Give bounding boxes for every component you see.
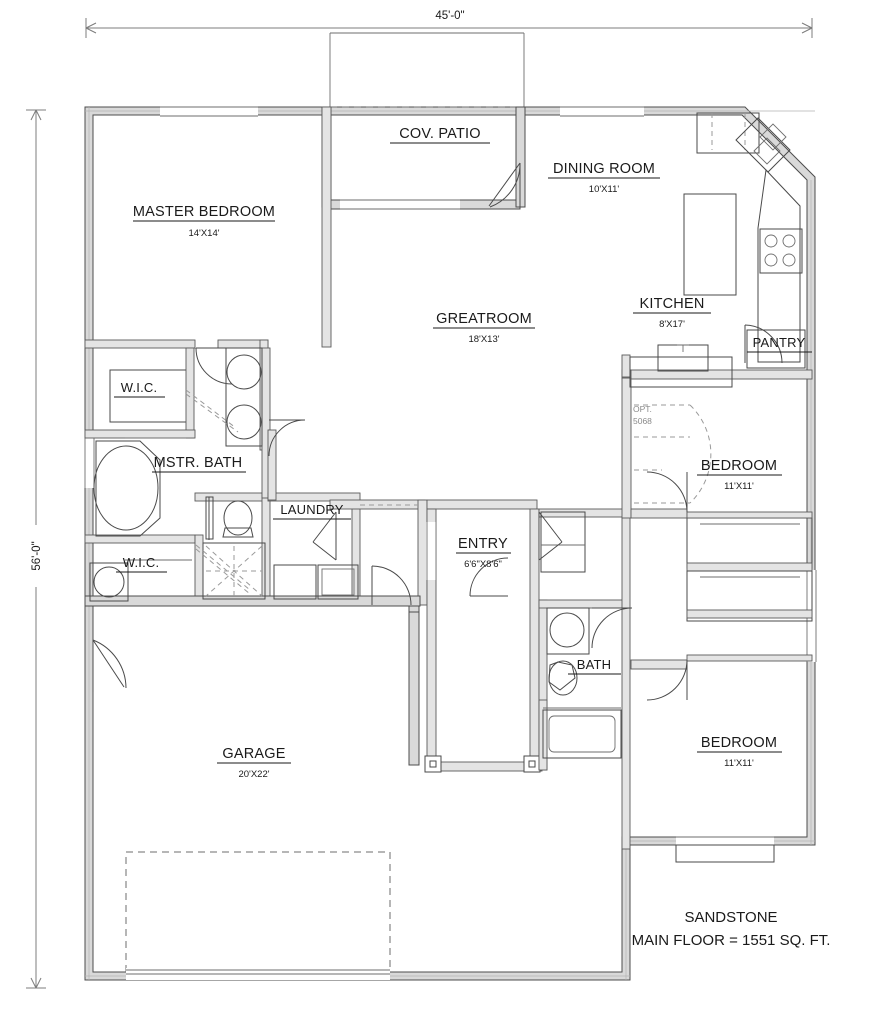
room-label-laundry: LAUNDRY: [280, 502, 343, 517]
overall-width-label: 45'-0": [435, 10, 464, 22]
room-label-mstr-bath: MSTR. BATH: [154, 455, 243, 471]
room-dim-entry: 6'6"X8'6": [464, 559, 502, 570]
room-label-bedroom-3: BEDROOM: [701, 735, 777, 751]
overall-depth-dimension: 56'-0": [26, 109, 46, 989]
plan-title: SANDSTONE: [684, 909, 777, 926]
room-label-kitchen: KITCHEN: [639, 296, 704, 312]
toilet-icon-master: [222, 500, 254, 538]
garage-area: [125, 851, 391, 980]
title-block: SANDSTONE MAIN FLOOR = 1551 SQ. FT.: [632, 909, 831, 949]
kitchen-island: [683, 193, 737, 296]
dryer-icon: [317, 564, 359, 600]
room-dim-bedroom-2: 11'X11': [724, 481, 754, 492]
room-label-cov-patio: COV. PATIO: [399, 126, 481, 142]
sink-icon-3: [93, 566, 125, 598]
tub-icon-hall: [542, 709, 622, 759]
cooktop-icon: [759, 228, 803, 274]
shower-icon: [202, 542, 266, 600]
room-label-entry: ENTRY: [458, 536, 508, 552]
overall-depth-label: 56'-0": [31, 541, 43, 570]
sink-icon-bath: [549, 612, 585, 648]
toilet-icon-hall: [548, 660, 578, 696]
interior-doors: OPT. 5068: [92, 404, 712, 701]
room-dim-master-bedroom: 14'X14': [188, 228, 219, 239]
opt-label-line2: 5068: [633, 416, 652, 426]
hall-bath-fixtures: [540, 511, 633, 759]
room-label-wic-lower: W.I.C.: [123, 555, 160, 570]
bathtub-icon: [93, 445, 159, 531]
sink-icon-2: [226, 404, 262, 440]
laundry-fixtures: [273, 504, 418, 606]
master-bath-fixtures: [89, 347, 306, 602]
room-label-greatroom: GREATROOM: [436, 311, 532, 327]
room-label-bath: BATH: [577, 657, 612, 672]
opt-label-line1: OPT.: [633, 404, 652, 414]
optional-door-5068: OPT. 5068: [633, 404, 712, 504]
interior-walls: [84, 106, 813, 850]
sink-icon-1: [226, 354, 262, 390]
room-dim-garage: 20'X22': [238, 769, 269, 780]
room-dim-greatroom: 18'X13': [468, 334, 499, 345]
overall-width-dimension: 45'-0": [85, 4, 813, 38]
room-label-wic-upper: W.I.C.: [121, 380, 158, 395]
plan-subtitle: MAIN FLOOR = 1551 SQ. FT.: [632, 932, 831, 949]
kitchen-fixtures: [629, 112, 806, 388]
room-labels: MASTER BEDROOM 14'X14' DINING ROOM 10'X1…: [114, 161, 812, 780]
pantry-box: [746, 329, 806, 369]
room-dim-kitchen: 8'X17': [659, 319, 685, 330]
room-label-garage: GARAGE: [222, 746, 285, 762]
cov-patio-area: COV. PATIO: [329, 32, 525, 144]
room-dim-dining-room: 10'X11': [589, 184, 620, 195]
room-label-master-bedroom: MASTER BEDROOM: [133, 204, 275, 220]
room-dim-bedroom-3: 11'X11': [724, 758, 754, 769]
washer-icon: [273, 564, 317, 600]
room-label-pantry: PANTRY: [753, 335, 806, 350]
room-label-dining-room: DINING ROOM: [553, 161, 655, 177]
room-label-bedroom-2: BEDROOM: [701, 458, 777, 474]
